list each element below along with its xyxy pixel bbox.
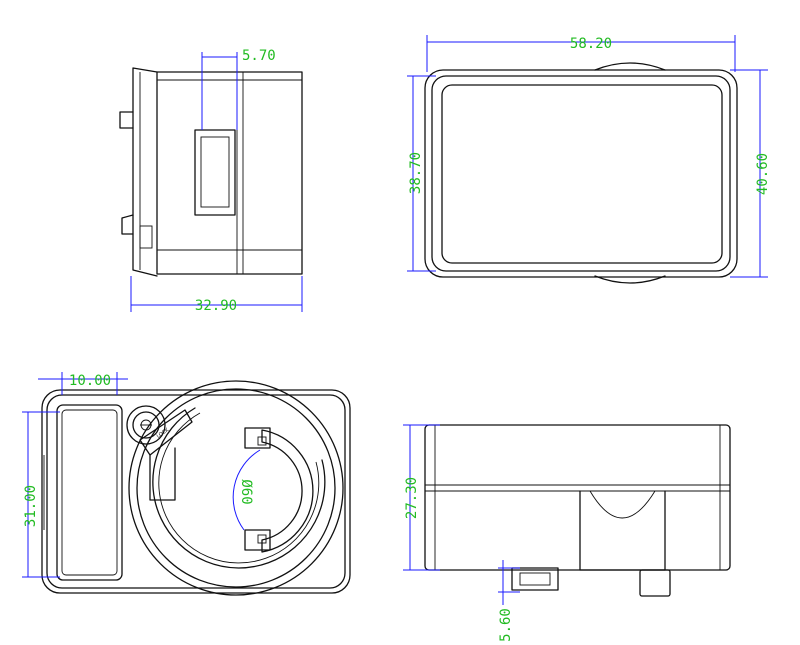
back-view-contact-top [257, 436, 267, 446]
back-view-screw-boss [126, 405, 166, 445]
dim-front-inner-height: 38.70 [408, 152, 424, 194]
side-view-window [194, 129, 236, 216]
side-view-clip [121, 214, 134, 235]
back-view-terminal-top [244, 427, 271, 449]
back-view-pocket-inner [61, 409, 118, 576]
back-view-contact-bottom [257, 534, 267, 544]
dim-back-pocket-width: 10.00 [69, 373, 111, 389]
back-view-pocket [56, 404, 123, 581]
front-view-bezel [431, 75, 731, 272]
bottom-view-body [424, 424, 731, 571]
side-view-top-tab [119, 111, 134, 129]
dim-front-width: 58.20 [570, 36, 612, 52]
dim-side-inset-width: 5.70 [242, 48, 276, 64]
side-view-body [156, 71, 303, 275]
side-view-clip-block [139, 225, 153, 249]
side-view-dimensions: 5.70 32.90 [130, 48, 303, 314]
front-view-top-lug [594, 62, 666, 71]
side-view-window-inner [200, 136, 230, 208]
dim-bottom-clip-depth: 5.60 [498, 608, 514, 642]
back-view-c-clip [261, 429, 314, 553]
dim-side-depth: 32.90 [195, 298, 237, 314]
back-view-terminal-bottom [244, 529, 271, 551]
front-view-screen [441, 84, 723, 264]
back-view-bayonet-ring [128, 380, 344, 596]
front-view-outer [424, 69, 738, 278]
back-view-inner-flange-edge [158, 412, 320, 564]
back-view-screw-head [132, 411, 160, 439]
back-view-lock-tab [139, 409, 193, 456]
bottom-view-dimensions: 27.30 5.60 [403, 424, 520, 642]
dim-front-outer-height: 40.60 [755, 153, 771, 195]
front-view-dimensions: 58.20 38.70 40.60 [407, 35, 771, 278]
dim-bayonet-diameter: Ø60 [238, 479, 254, 504]
dim-bayonet-arc [232, 449, 261, 531]
front-view-bottom-lug [594, 275, 666, 284]
back-view-outer-inner [46, 394, 346, 589]
bottom-view-recess [579, 490, 666, 571]
back-view-inner-flange [152, 407, 326, 569]
bottom-view [424, 424, 731, 597]
back-view-dimensions: 10.00 31.00 Ø60 [22, 372, 261, 578]
dim-back-height: 31.00 [23, 485, 39, 527]
bottom-view-clip [511, 567, 559, 591]
back-view: LOCK [41, 380, 351, 596]
dim-bottom-height: 27.30 [404, 477, 420, 519]
back-view-lock-rail [149, 447, 176, 501]
bottom-view-clip-inner [519, 572, 551, 586]
side-view [119, 67, 303, 277]
side-view-base-plate [132, 67, 158, 277]
bottom-view-recess-curve [589, 490, 656, 519]
bottom-view-foot [639, 569, 671, 597]
front-view [424, 62, 738, 284]
back-view-outer [41, 389, 351, 594]
back-view-bayonet-ring-inner [136, 388, 336, 588]
